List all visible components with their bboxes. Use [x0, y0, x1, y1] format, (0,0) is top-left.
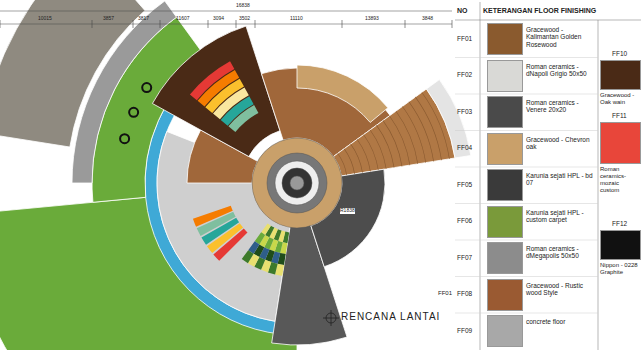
- legend-text: Roman ceramics- mozaic custom: [600, 166, 638, 194]
- finish-code: FF02: [457, 71, 472, 78]
- wood-plank: [389, 116, 410, 166]
- finish-code: FF05: [457, 181, 472, 188]
- central-core: [275, 161, 319, 205]
- wood-plank: [376, 125, 394, 168]
- dimension-text: 3502: [239, 16, 250, 22]
- dimension-text: 3094: [213, 16, 224, 22]
- legend-swatch: [600, 60, 641, 90]
- floor-region: [297, 65, 388, 122]
- central-core: [282, 168, 312, 198]
- finish-code: FF03: [457, 108, 472, 115]
- finish-code: FF09: [457, 327, 472, 334]
- central-core: [290, 176, 304, 190]
- legend-swatch: [600, 122, 641, 164]
- finish-code: FF04: [457, 144, 472, 151]
- floor-region: [152, 26, 280, 156]
- finish-code: FF10: [612, 50, 627, 57]
- seating-steps: [193, 206, 233, 227]
- finish-code: FF08: [457, 290, 472, 297]
- legend-text: Gracewood - Oak wain: [600, 92, 638, 106]
- finish-code: FF07: [457, 254, 472, 261]
- plan-regions: [0, 0, 471, 350]
- finish-code: FF12: [612, 220, 627, 227]
- tree-symbol: [129, 108, 138, 117]
- finish-code: FF01: [457, 35, 472, 42]
- dimension-text: 3848: [422, 16, 433, 22]
- legend-swatch: [487, 169, 523, 201]
- legend-swatch: [487, 206, 523, 238]
- legend-text: Gracewood - Kalimantan Golden Rosewood: [526, 26, 596, 48]
- dimension-text: 11110: [290, 16, 303, 22]
- wood-plank: [422, 92, 450, 159]
- legend-text: Roman ceramics - Venere 20x20: [526, 99, 596, 114]
- central-core: [252, 138, 342, 228]
- legend-swatch: [487, 60, 523, 92]
- legend-swatch: [600, 230, 641, 260]
- legend-text: Gracewood - Chevron oak: [526, 136, 596, 151]
- legend-swatch: [487, 315, 523, 347]
- wood-plank: [370, 130, 387, 169]
- legend-swatch: [487, 279, 523, 311]
- north-symbol: [323, 310, 339, 326]
- legend-table: [455, 2, 641, 350]
- legend-swatch: [487, 96, 523, 128]
- legend-text: Gracewood - Rustic wood Style: [526, 282, 596, 297]
- mosaic-carpet: [261, 223, 271, 235]
- legend-text: Roman ceramics - dNapoli Grigio 50x50: [526, 63, 596, 78]
- wood-plank: [344, 149, 355, 174]
- central-core: [267, 153, 327, 213]
- plan-title: RENCANA LANTAI: [341, 311, 440, 323]
- dimension-text: 3857: [103, 16, 114, 22]
- legend-swatch: [487, 242, 523, 274]
- wood-plank: [383, 120, 403, 166]
- table-header: KETERANGAN FLOOR FINISHING: [483, 7, 596, 15]
- finish-code: FF11: [612, 112, 627, 119]
- wood-plank: [409, 102, 434, 162]
- dimension-lines: [0, 11, 452, 28]
- dimension-text: 11607: [176, 16, 190, 22]
- wood-plank: [415, 97, 442, 160]
- dimension-text: 3817: [138, 16, 149, 22]
- legend-text: Karunia sejati HPL - custom carpet: [526, 209, 596, 224]
- legend-text: concrete floor: [526, 318, 596, 325]
- table-header: NO: [457, 7, 468, 15]
- dimension-text: R1838: [340, 208, 355, 214]
- finish-code: FF06: [457, 217, 472, 224]
- legend-text: Nippon - 0228 Graphite: [600, 262, 638, 276]
- legend-swatch: [487, 133, 523, 165]
- mosaic-carpet: [242, 250, 254, 263]
- legend-swatch: [487, 23, 523, 55]
- legend-text: Roman ceramics - dMegapolis 50x50: [526, 245, 596, 260]
- wood-plank: [396, 111, 418, 164]
- dimension-text: 16838: [236, 3, 250, 9]
- wood-plank: [350, 144, 362, 173]
- region-code: FF01: [438, 290, 452, 297]
- seating-steps: [190, 61, 234, 100]
- dimension-text: 13893: [365, 16, 379, 22]
- dimension-text: 10015: [38, 16, 52, 22]
- tree-symbol: [142, 83, 151, 92]
- legend-text: Karunia sejati HPL - bd 07: [526, 172, 596, 187]
- tree-symbol: [120, 134, 129, 143]
- wood-plank: [357, 139, 371, 171]
- floor-region: [0, 0, 145, 147]
- wood-plank: [402, 106, 426, 162]
